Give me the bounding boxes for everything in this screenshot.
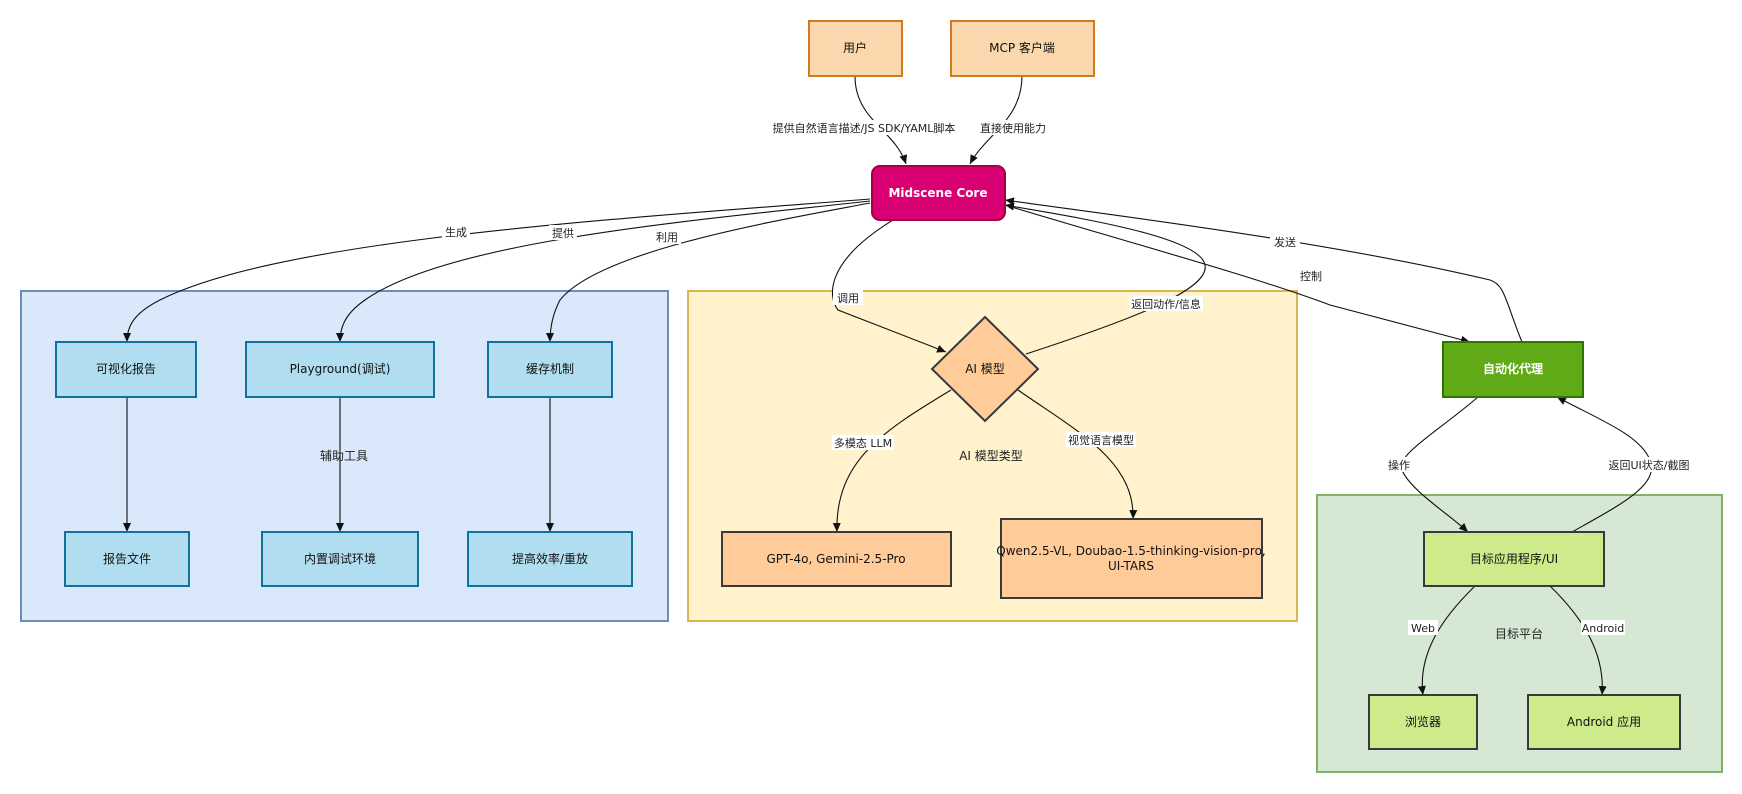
android-app-node: Android 应用 — [1527, 694, 1681, 750]
user-label: 用户 — [843, 40, 867, 55]
edge-labels: 提供自然语言描述/JS SDK/YAML脚本 直接使用能力 生成 提供 利用 调… — [442, 120, 1692, 635]
target-app-node: 目标应用程序/UI — [1423, 531, 1605, 587]
edge-model-qwen — [1017, 389, 1138, 520]
debug-env-node: 内置调试环境 — [261, 531, 419, 587]
edge-label-return-ui: 返回UI状态/截图 — [1608, 458, 1689, 472]
cache-node: 缓存机制 — [487, 341, 613, 398]
model-types-group-label: AI 模型类型 — [959, 449, 1023, 463]
agent-label: 自动化代理 — [1483, 361, 1543, 376]
tools-group-label: 辅助工具 — [320, 449, 368, 463]
cache-label: 缓存机制 — [526, 362, 574, 376]
edge-label-send: 发送 — [1274, 235, 1296, 249]
edge-label-generate: 生成 — [445, 225, 467, 239]
report-file-node: 报告文件 — [64, 531, 190, 587]
edge-label-control: 控制 — [1300, 269, 1322, 283]
report-file-label: 报告文件 — [103, 551, 151, 566]
edge-core-playground — [336, 200, 871, 343]
android-app-label: Android 应用 — [1567, 714, 1641, 729]
edge-label-android: Android — [1582, 622, 1625, 635]
gpt-node: GPT-4o, Gemini-2.5-Pro — [721, 531, 952, 587]
edge-label-user-core: 提供自然语言描述/JS SDK/YAML脚本 — [773, 121, 956, 135]
target-app-label: 目标应用程序/UI — [1470, 551, 1558, 566]
playground-node: Playground(调试) — [245, 341, 435, 398]
browser-label: 浏览器 — [1405, 714, 1441, 729]
edge-label-return-action: 返回动作/信息 — [1131, 297, 1201, 311]
edge-target-browser — [1417, 585, 1476, 696]
qwen-label-line1: Qwen2.5-VL, Doubao-1.5-thinking-vision-p… — [996, 544, 1265, 558]
edge-core-model — [831, 219, 947, 353]
qwen-node: Qwen2.5-VL, Doubao-1.5-thinking-vision-p… — [996, 518, 1266, 599]
efficiency-node: 提高效率/重放 — [467, 531, 633, 587]
agent-node: 自动化代理 — [1442, 341, 1584, 398]
mcp-client-label: MCP 客户端 — [989, 40, 1055, 55]
edge-label-web: Web — [1411, 622, 1435, 635]
edge-label-vision-language: 视觉语言模型 — [1068, 433, 1134, 447]
edge-label-provide: 提供 — [552, 226, 574, 240]
gpt-label: GPT-4o, Gemini-2.5-Pro — [766, 552, 905, 566]
playground-label: Playground(调试) — [290, 361, 391, 376]
mcp-client-node: MCP 客户端 — [950, 20, 1095, 77]
edge-target-android — [1549, 585, 1607, 696]
browser-node: 浏览器 — [1368, 694, 1478, 750]
edge-agent-core — [1004, 197, 1523, 343]
edge-core-agent — [1004, 204, 1471, 344]
edge-label-utilize: 利用 — [656, 231, 678, 244]
edge-label-multimodal-llm: 多模态 LLM — [834, 436, 892, 450]
visual-report-node: 可视化报告 — [55, 341, 197, 398]
debug-env-label: 内置调试环境 — [304, 551, 376, 566]
core-node: Midscene Core — [871, 165, 1006, 221]
ai-model-node: AI 模型 — [930, 315, 1040, 423]
visual-report-label: 可视化报告 — [96, 361, 156, 376]
edge-label-call: 调用 — [837, 292, 859, 305]
qwen-label-line2: UI-TARS — [1108, 559, 1154, 573]
ai-model-label: AI 模型 — [965, 362, 1005, 376]
platforms-group-label: 目标平台 — [1495, 626, 1543, 641]
efficiency-label: 提高效率/重放 — [512, 551, 588, 566]
user-node: 用户 — [808, 20, 903, 77]
edge-label-operate: 操作 — [1388, 458, 1410, 472]
edge-core-cache — [546, 202, 871, 343]
edge-label-mcp-core: 直接使用能力 — [980, 121, 1046, 135]
edge-core-report — [123, 198, 871, 343]
core-label: Midscene Core — [888, 186, 987, 200]
edge-model-core — [1004, 202, 1206, 355]
